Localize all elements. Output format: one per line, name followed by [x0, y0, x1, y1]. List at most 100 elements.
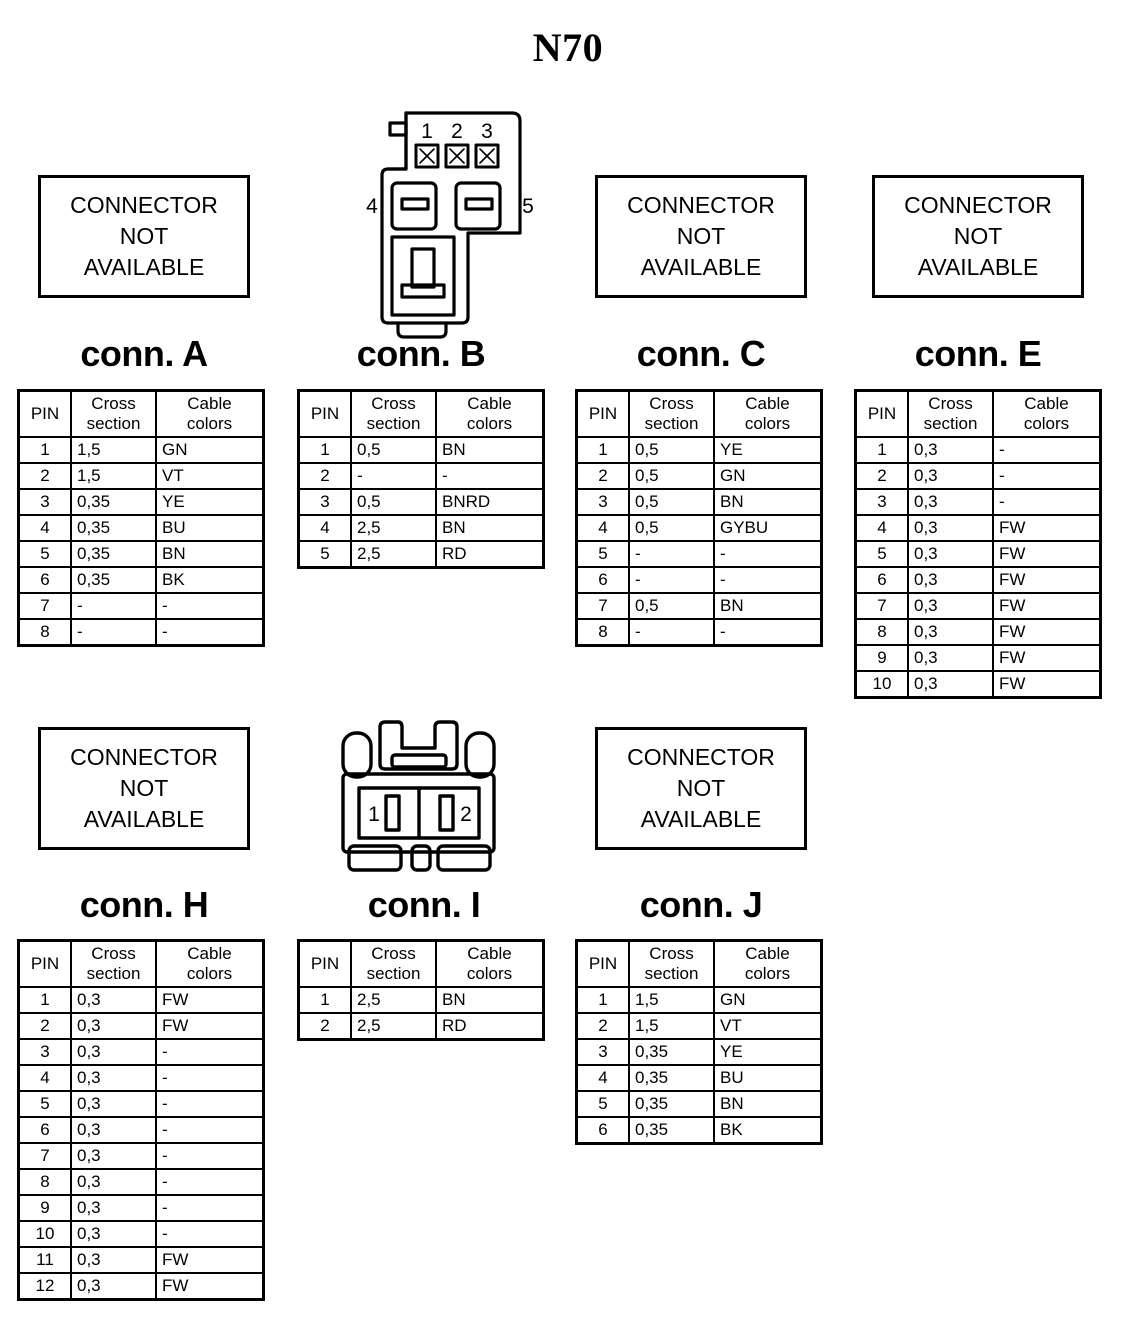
cell-cross-section: 0,3 — [907, 488, 994, 516]
cell-pin: 8 — [576, 618, 630, 646]
cell-cross-section: 1,5 — [628, 986, 715, 1014]
cell-cable-color: FW — [992, 540, 1101, 568]
na-line-2: NOT — [953, 223, 1003, 249]
header-cable-colors: Cable colors — [435, 390, 544, 438]
connector-not-available-box-a: CONNECTOR NOT AVAILABLE — [38, 175, 250, 298]
cell-cross-section: 0,35 — [628, 1090, 715, 1118]
header-cable-colors: Cable colors — [713, 390, 822, 438]
na-line-2: NOT — [119, 223, 169, 249]
na-line-3: AVAILABLE — [83, 806, 205, 832]
connector-not-available-box-h: CONNECTOR NOT AVAILABLE — [38, 727, 250, 850]
cell-cross-section: 0,3 — [70, 1272, 157, 1300]
connector-b-pin-label-2: 2 — [451, 120, 463, 143]
cell-pin: 2 — [855, 462, 909, 490]
cell-pin: 6 — [855, 566, 909, 594]
cell-cable-color: - — [155, 1038, 264, 1066]
cell-cross-section: 0,3 — [70, 1116, 157, 1144]
connector-not-available-box-j: CONNECTOR NOT AVAILABLE — [595, 727, 807, 850]
cell-pin: 2 — [576, 462, 630, 490]
cell-cable-color: - — [992, 436, 1101, 464]
cell-pin: 1 — [298, 436, 352, 464]
cell-pin: 8 — [18, 1168, 72, 1196]
table-header-row: PIN Cross section Cable colors — [298, 390, 544, 438]
table-row: 7-- — [18, 592, 264, 620]
cell-cable-color: - — [155, 1168, 264, 1196]
cell-pin: 7 — [18, 592, 72, 620]
cell-cross-section: - — [70, 592, 157, 620]
cell-cable-color: - — [155, 1220, 264, 1248]
cell-pin: 10 — [855, 670, 909, 698]
connector-b-pin-label-3: 3 — [481, 120, 493, 143]
cell-pin: 5 — [576, 540, 630, 568]
connector-i-pin-label-1: 1 — [368, 803, 380, 826]
cell-cable-color: FW — [155, 1272, 264, 1300]
cell-pin: 8 — [18, 618, 72, 646]
cell-cable-color: - — [155, 1142, 264, 1170]
header-pin: PIN — [18, 940, 72, 988]
cell-cross-section: 0,3 — [70, 1012, 157, 1040]
cell-cross-section: 0,3 — [70, 1090, 157, 1118]
connector-caption-b: conn. B — [356, 333, 486, 374]
cell-cross-section: - — [350, 462, 437, 490]
cell-pin: 9 — [18, 1194, 72, 1222]
cell-cable-color: BK — [155, 566, 264, 594]
cell-cable-color: - — [155, 1090, 264, 1118]
cell-pin: 2 — [298, 462, 352, 490]
table-header-row: PIN Cross section Cable colors — [18, 390, 264, 438]
header-cross-section: Cross section — [70, 390, 157, 438]
cell-cross-section: 0,3 — [70, 1194, 157, 1222]
connector-b-pin-label-5: 5 — [522, 195, 534, 218]
cell-cross-section: 0,3 — [70, 1064, 157, 1092]
table-header-row: PIN Cross section Cable colors — [18, 940, 264, 988]
cell-cross-section: 0,35 — [628, 1116, 715, 1144]
cell-cable-color: YE — [713, 436, 822, 464]
cell-cross-section: 1,5 — [70, 462, 157, 490]
cell-cross-section: 0,3 — [907, 618, 994, 646]
cell-cable-color: BN — [713, 592, 822, 620]
header-pin: PIN — [576, 940, 630, 988]
header-cable-colors: Cable colors — [713, 940, 822, 988]
cell-cable-color: - — [992, 488, 1101, 516]
cell-cable-color: GN — [713, 986, 822, 1014]
cell-pin: 4 — [298, 514, 352, 542]
cell-cable-color: GYBU — [713, 514, 822, 542]
cell-cross-section: 0,5 — [350, 436, 437, 464]
header-pin: PIN — [576, 390, 630, 438]
cell-cable-color: BU — [713, 1064, 822, 1092]
cell-pin: 4 — [18, 1064, 72, 1092]
cell-pin: 1 — [298, 986, 352, 1014]
cell-cable-color: BN — [435, 514, 544, 542]
cell-pin: 3 — [576, 1038, 630, 1066]
cell-pin: 1 — [855, 436, 909, 464]
connector-b-pin-label-4: 4 — [366, 195, 378, 218]
table-header-row: PIN Cross section Cable colors — [855, 390, 1101, 438]
cell-cable-color: BN — [155, 540, 264, 568]
cell-cable-color: FW — [992, 566, 1101, 594]
cell-cross-section: 2,5 — [350, 986, 437, 1014]
cell-pin: 3 — [18, 488, 72, 516]
connector-caption-i: conn. I — [367, 884, 481, 925]
cell-cross-section: 0,35 — [70, 566, 157, 594]
